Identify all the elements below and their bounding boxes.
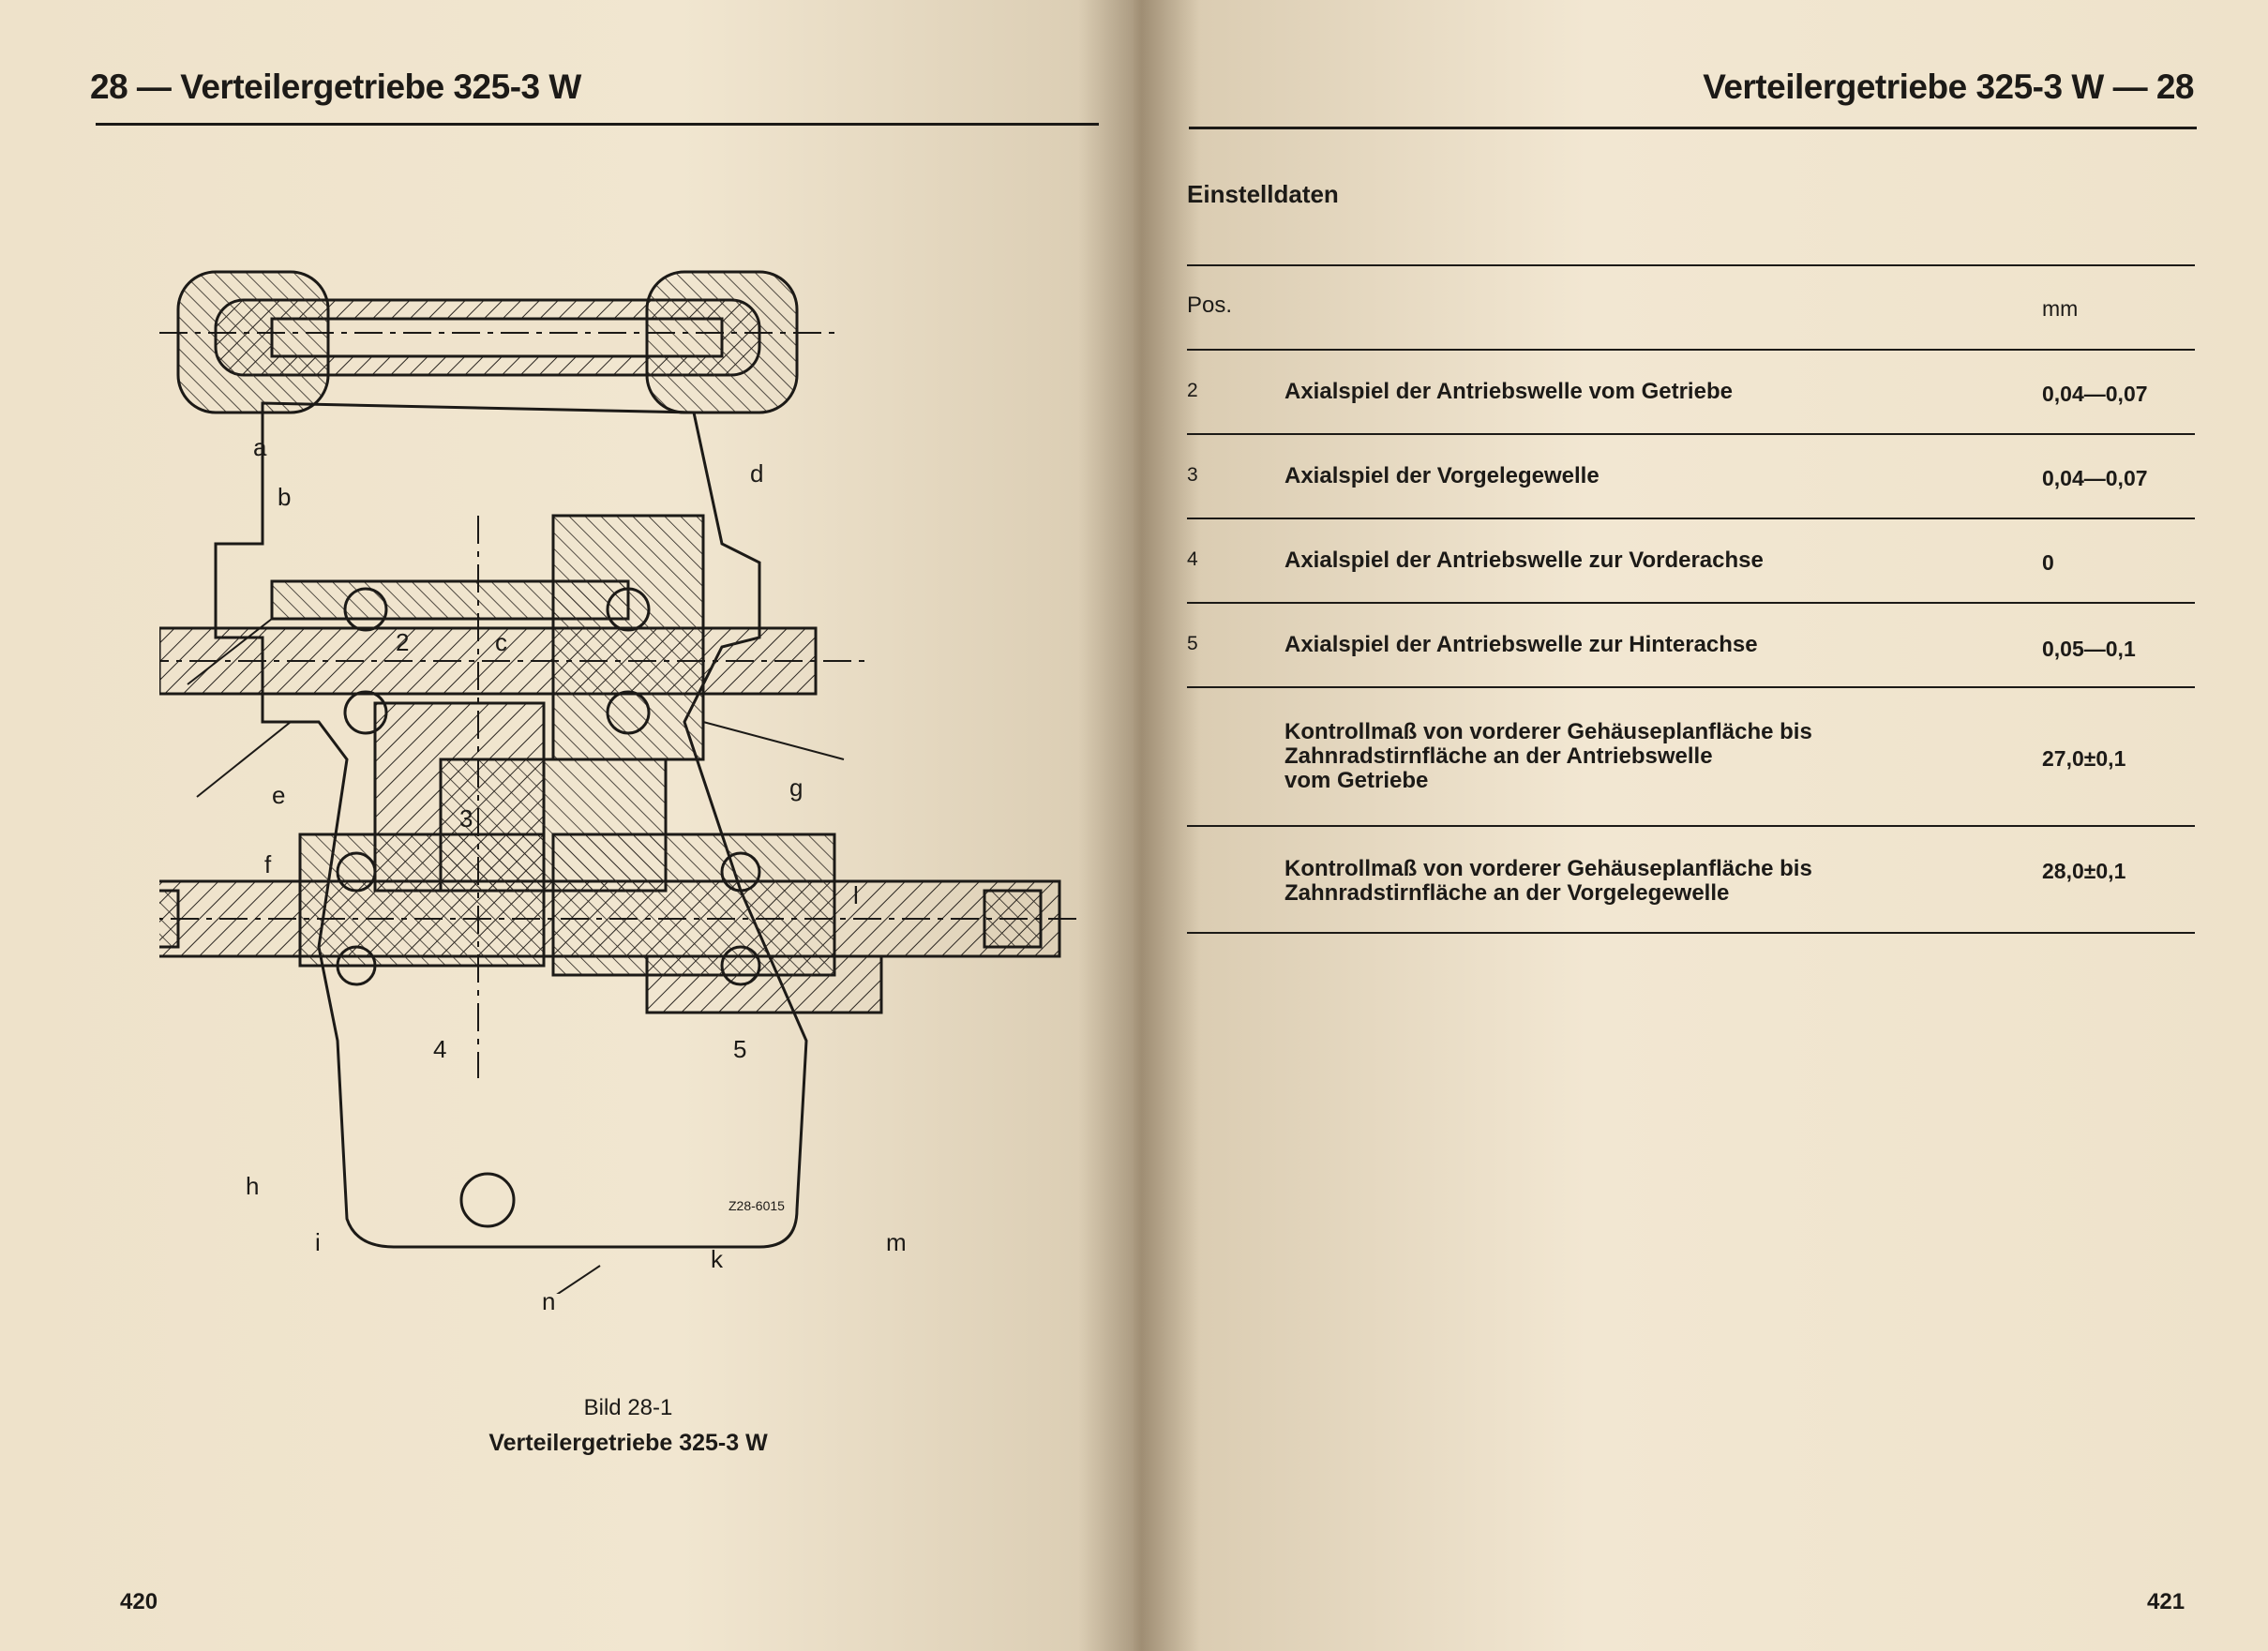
figure-caption-label: Bild 28-1 [583,1395,673,1420]
callout-g: g [789,773,804,802]
callout-a: a [253,433,267,461]
callout-l: l [853,881,859,909]
table-row-value: 0,04—0,07 [2042,466,2148,490]
table-row-pos: 3 [1187,464,1198,486]
callout-4: 4 [433,1035,447,1063]
callout-m: m [886,1228,907,1256]
figure-caption-title: Verteilergetriebe 325-3 W [488,1430,768,1456]
gearbox-diagram [159,270,1078,1294]
callout-h: h [246,1172,260,1200]
table-row-pos: 5 [1187,633,1198,654]
table-row-pos: 4 [1187,548,1198,570]
left-page-header: 28 — Verteilergetriebe 325-3 W [90,68,581,106]
callout-2: 2 [396,628,410,656]
callout-c: c [495,628,507,656]
left-header-rule [96,123,1099,126]
callout-3: 3 [459,804,473,833]
table-rule [1187,932,2195,934]
table-rule [1187,349,2195,351]
column-header-pos: Pos. [1187,293,1233,318]
callout-i: i [315,1228,321,1256]
table-rule [1187,433,2195,435]
table-row-value: 0,04—0,07 [2042,382,2148,406]
table-row-desc: Axialspiel der Antriebswelle vom Getrieb… [1284,379,1733,404]
column-header-unit: mm [2042,296,2079,321]
table-row-desc: Zahnradstirnfläche an der Antriebswelle [1284,743,1713,769]
table-rule [1187,825,2195,827]
table-title: Einstelldaten [1187,180,1339,208]
table-row-value: 0 [2042,550,2054,575]
callout-f: f [264,850,272,878]
table-row-value: 0,05—0,1 [2042,637,2136,661]
callout-d: d [750,459,764,488]
table-rule [1187,602,2195,604]
callout-e: e [272,781,286,809]
book-gutter [1078,0,1200,1651]
table-row-value: 28,0±0,1 [2042,859,2126,883]
table-rule [1187,518,2195,519]
table-row-pos: 2 [1187,380,1198,401]
table-row-desc: Zahnradstirnfläche an der Vorgelegewelle [1284,880,1730,906]
right-page-number: 421 [2147,1589,2185,1614]
callout-n: n [542,1287,556,1315]
right-header-rule [1189,127,2197,129]
callout-5: 5 [733,1035,747,1063]
table-row-value: 27,0±0,1 [2042,746,2126,771]
drawing-code: Z28-6015 [728,1198,785,1213]
table-row-desc: Kontrollmaß von vorderer Gehäuseplanfläc… [1284,719,1812,744]
table-row-desc: vom Getriebe [1284,768,1429,793]
callout-b: b [278,483,292,511]
table-row-desc: Axialspiel der Vorgelegewelle [1284,463,1600,488]
table-row-desc: Axialspiel der Antriebswelle zur Hintera… [1284,632,1758,657]
table-row-desc: Axialspiel der Antriebswelle zur Vordera… [1284,548,1764,573]
table-rule [1187,686,2195,688]
table-row-desc: Kontrollmaß von vorderer Gehäuseplanfläc… [1284,856,1812,881]
table-rule [1187,264,2195,266]
callout-k: k [711,1245,723,1273]
left-page-number: 420 [120,1589,158,1614]
right-page-header: Verteilergetriebe 325-3 W — 28 [1703,68,2194,106]
